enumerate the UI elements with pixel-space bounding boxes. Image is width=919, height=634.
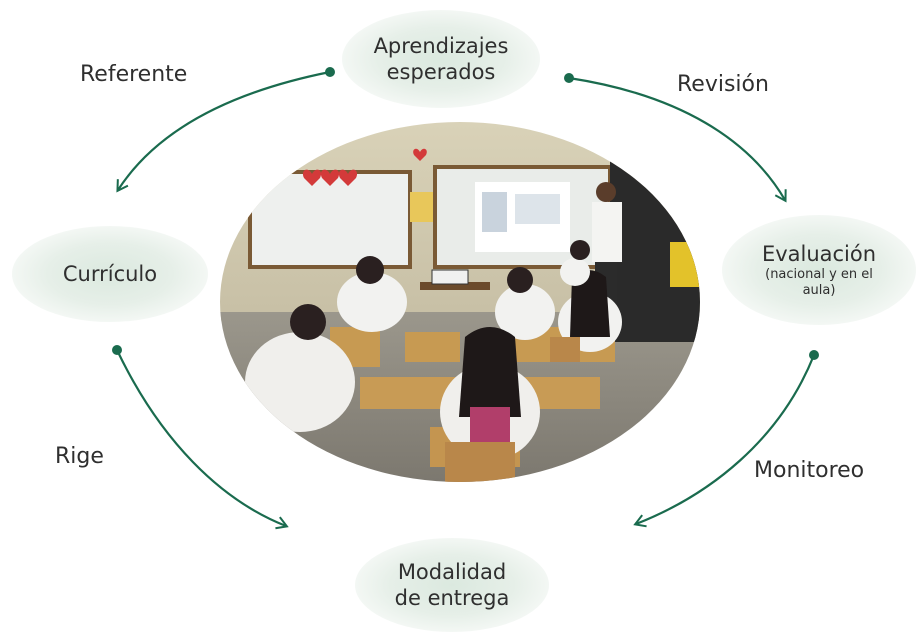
arrow-revision [564, 73, 787, 203]
arrow-monitoreo [633, 350, 819, 528]
node-evaluacion-detail-line2: aula) [802, 283, 836, 298]
node-modalidad-line1: Modalidad [397, 560, 507, 584]
edge-label-monitoreo: Monitoreo [754, 458, 865, 483]
arrow-rige [112, 345, 289, 530]
node-evaluacion-detail-line1: (nacional y en el [765, 267, 873, 282]
node-modalidad-de-entrega: Modalidad de entrega [355, 538, 549, 632]
node-modalidad-line2: de entrega [394, 586, 510, 610]
node-aprendizajes-esperados: Aprendizajes esperados [342, 10, 540, 108]
arrow-referente [116, 67, 335, 193]
node-aprendizajes-line2: esperados [386, 60, 496, 84]
edge-label-rige: Rige [55, 444, 104, 469]
node-evaluacion: Evaluación (nacional y en el aula) [722, 215, 916, 325]
edge-label-referente: Referente [80, 62, 188, 87]
node-curriculo: Currículo [12, 226, 208, 322]
node-curriculo-label: Currículo [62, 262, 158, 286]
edge-label-revision: Revisión [677, 72, 769, 97]
node-aprendizajes-line1: Aprendizajes [373, 34, 509, 58]
classroom-photo [220, 122, 700, 482]
node-evaluacion-label: Evaluación [761, 242, 877, 266]
